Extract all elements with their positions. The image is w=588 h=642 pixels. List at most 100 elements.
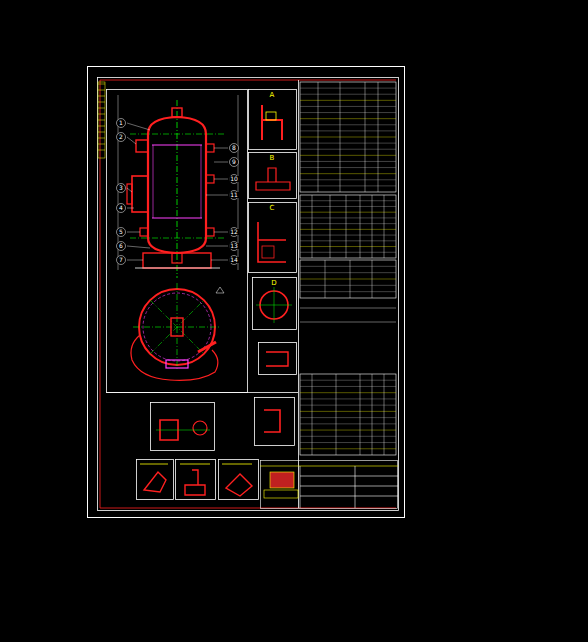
- ruler-box: [98, 82, 105, 158]
- callout-number: 11: [229, 192, 239, 198]
- data-tables: [300, 82, 396, 455]
- table-column-line: [360, 374, 361, 455]
- callout-number: 7: [118, 257, 124, 263]
- table-column-line: [340, 82, 341, 192]
- callout-number: 10: [229, 176, 239, 182]
- table-row-line: [300, 223, 396, 224]
- table-row-line: [300, 200, 396, 201]
- table-row-line: [300, 106, 396, 107]
- table-frame: [300, 195, 396, 258]
- drawing-frame: [88, 67, 405, 518]
- table-column-line: [350, 260, 351, 298]
- view-marker: D: [270, 280, 277, 287]
- title-block: [260, 461, 398, 509]
- ruler-tick: [98, 132, 105, 133]
- table-column-line: [365, 82, 366, 192]
- table-row-line: [300, 161, 396, 162]
- table-column-line: [372, 260, 373, 298]
- table-row-line: [300, 235, 396, 236]
- note-line: [300, 322, 396, 323]
- callout-number: 3: [118, 185, 124, 191]
- table-column-line: [312, 195, 313, 258]
- callout-number: 1: [118, 120, 124, 126]
- table-row-line: [300, 137, 396, 138]
- callout-number: 6: [118, 243, 124, 249]
- ruler-tick: [98, 102, 105, 103]
- table-column-line: [360, 195, 361, 258]
- table-row-line: [300, 118, 396, 119]
- table-column-line: [318, 82, 319, 192]
- table-row-line: [300, 217, 396, 218]
- table-row-line: [300, 448, 396, 449]
- table-column-line: [325, 260, 326, 298]
- table-row-line: [300, 291, 396, 292]
- table-row-line: [300, 246, 396, 247]
- ruler-tick: [98, 138, 105, 139]
- table-row-line: [300, 279, 396, 280]
- revision-strip: [98, 82, 105, 158]
- table-row-line: [300, 173, 396, 174]
- table-row-line: [300, 155, 396, 156]
- callout-number: 14: [229, 257, 239, 263]
- table-row-line: [300, 100, 396, 101]
- table-row-line: [300, 252, 396, 253]
- table-row-line: [300, 380, 396, 381]
- table-row-line: [300, 398, 396, 399]
- table-row-line: [300, 167, 396, 168]
- callout-number: 13: [229, 243, 239, 249]
- ruler-tick: [98, 120, 105, 121]
- callout-number: 8: [231, 145, 237, 151]
- table-row-line: [300, 185, 396, 186]
- callout-number: 2: [118, 134, 124, 140]
- detail-views: [137, 90, 297, 500]
- table-row-line: [300, 405, 396, 406]
- table-row-line: [300, 124, 396, 125]
- table-frame: [300, 82, 396, 192]
- table-row-line: [300, 212, 396, 213]
- table-row-line: [300, 179, 396, 180]
- view-marker: A: [269, 92, 276, 99]
- table-row-line: [300, 88, 396, 89]
- vessel-elevation: [117, 95, 239, 278]
- table-row-line: [300, 130, 396, 131]
- ruler-tick: [98, 150, 105, 151]
- table-column-line: [312, 374, 313, 455]
- table-column-line: [378, 82, 379, 192]
- table-row-line: [300, 112, 396, 113]
- ruler-tick: [98, 90, 105, 91]
- table-row-line: [300, 411, 396, 412]
- table-row-line: [300, 240, 396, 241]
- table-row-line: [300, 392, 396, 393]
- table-row-line: [300, 417, 396, 418]
- ruler-tick: [98, 84, 105, 85]
- table-row-line: [300, 229, 396, 230]
- table-column-line: [372, 195, 373, 258]
- ruler-tick: [98, 114, 105, 115]
- view-marker: B: [269, 155, 276, 162]
- callout-number: 5: [118, 229, 124, 235]
- table-row-line: [300, 143, 396, 144]
- table-row-line: [300, 206, 396, 207]
- table-column-line: [330, 195, 331, 258]
- note-line: [300, 308, 396, 309]
- ruler-tick: [98, 144, 105, 145]
- table-row-line: [300, 149, 396, 150]
- table-frame: [300, 260, 396, 298]
- table-row-line: [300, 285, 396, 286]
- vessel-plan-view: [131, 283, 224, 380]
- table-row-line: [300, 430, 396, 431]
- table-row-line: [300, 266, 396, 267]
- table-row-line: [300, 436, 396, 437]
- table-column-line: [384, 374, 385, 455]
- table-row-line: [300, 94, 396, 95]
- callout-number: 4: [118, 205, 124, 211]
- ruler-tick: [98, 126, 105, 127]
- callout-number: 12: [229, 229, 239, 235]
- table-frame: [300, 374, 396, 455]
- table-column-line: [336, 374, 337, 455]
- table-row-line: [300, 423, 396, 424]
- table-row-line: [300, 442, 396, 443]
- ruler-tick: [98, 96, 105, 97]
